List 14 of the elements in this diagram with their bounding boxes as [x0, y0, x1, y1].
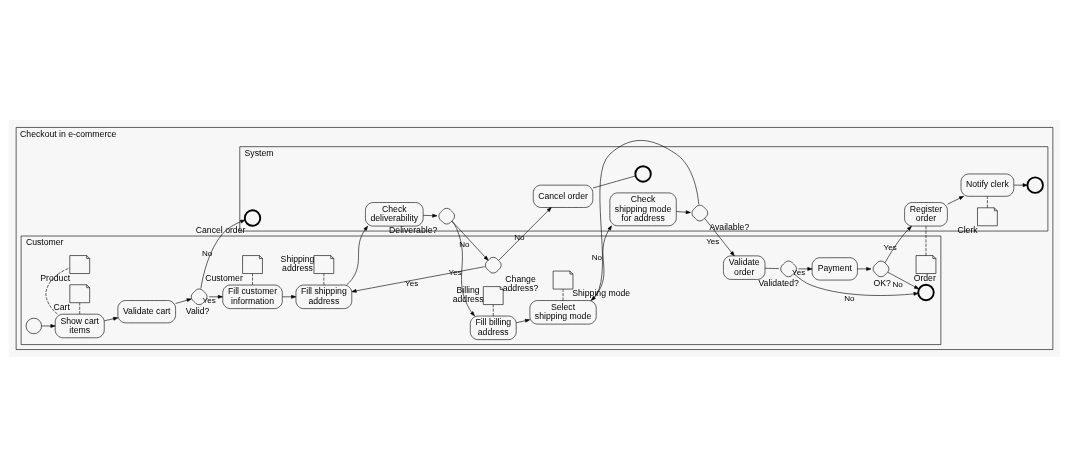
node-label: OK?	[873, 277, 891, 288]
node-label: Available?	[709, 221, 750, 232]
node-label: Validated?	[758, 277, 799, 288]
node-label: Cancel order	[195, 224, 246, 235]
node-label: Customer	[205, 272, 243, 282]
node-label: Clerk	[957, 224, 978, 235]
node-label: Order	[913, 272, 936, 282]
node-label: Change address?	[502, 273, 539, 293]
node-label: Valid?	[185, 305, 210, 316]
node-label: Billing address	[452, 284, 484, 304]
node-label: Product	[40, 272, 71, 282]
node-label: Cart	[53, 301, 70, 312]
node-label: Shipping address	[280, 253, 315, 273]
node-label: Deliverable?	[389, 224, 438, 235]
